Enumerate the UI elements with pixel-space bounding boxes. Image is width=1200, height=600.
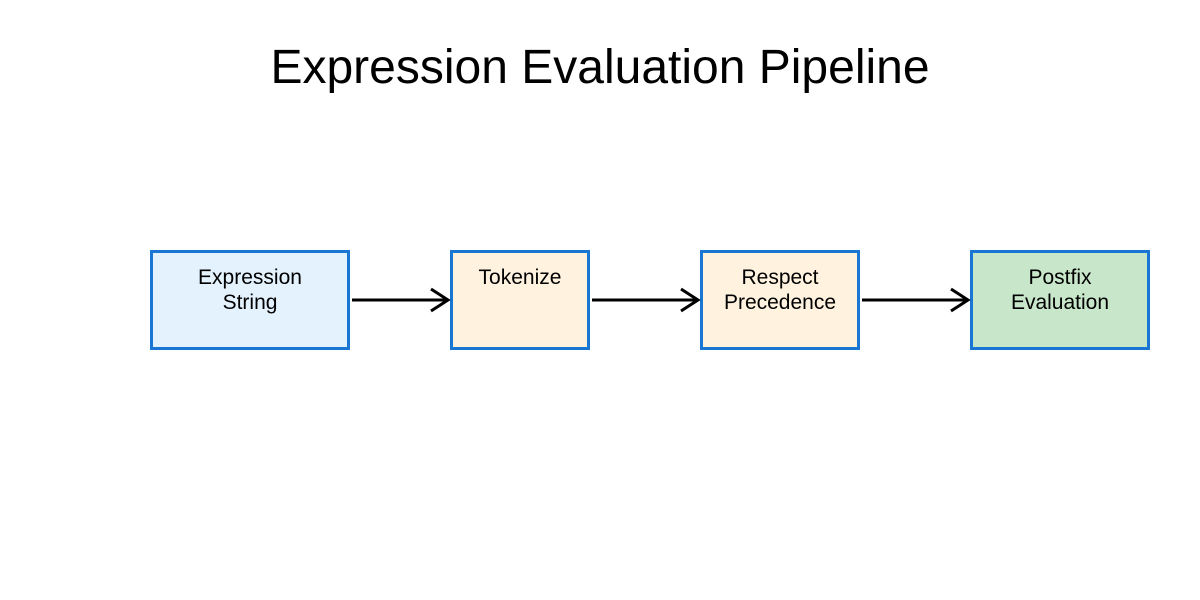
flow-arrow-3 [862,287,971,313]
node-label-postfix-evaluation: Postfix Evaluation [1010,266,1110,314]
node-respect-precedence: Respect Precedence [700,250,860,350]
node-expression-string: Expression String [150,250,350,350]
node-label-tokenize: Tokenize [478,266,562,289]
diagram-title: Expression Evaluation Pipeline [270,41,930,94]
node-tokenize: Tokenize [450,250,590,350]
flow-arrow-1 [352,287,451,313]
node-label-expression-string: Expression String [198,266,302,314]
flow-arrow-2 [592,287,701,313]
node-postfix-evaluation: Postfix Evaluation [970,250,1150,350]
node-label-respect-precedence: Respect Precedence [723,266,837,314]
